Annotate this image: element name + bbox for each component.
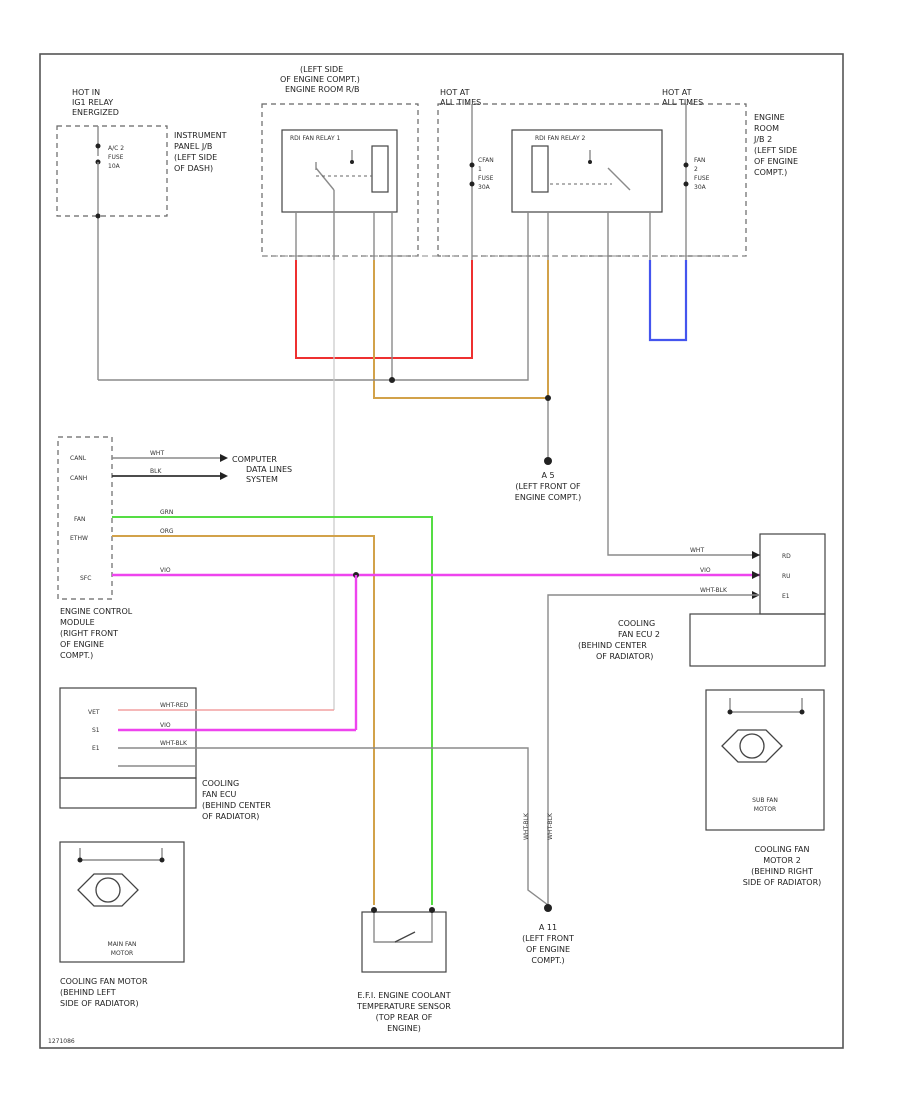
svg-text:VIO: VIO <box>700 567 711 574</box>
ecm-pin-ethw: ETHW <box>70 535 88 542</box>
svg-text:ORG: ORG <box>160 528 174 535</box>
svg-text:WHT-BLK: WHT-BLK <box>700 587 728 594</box>
hot-in-ig-label: HOT IN IG1 RELAY ENERGIZED <box>72 88 119 117</box>
main-fan-motor-box <box>59 841 185 963</box>
engine-room-rb-box <box>261 103 419 257</box>
wire-green <box>112 516 433 905</box>
svg-text:WHT-BLK: WHT-BLK <box>160 740 188 747</box>
ecm-pins: CANL CANH FAN ETHW SFC <box>70 455 91 582</box>
svg-text:E1: E1 <box>92 745 100 752</box>
svg-text:VIO: VIO <box>160 722 171 729</box>
svg-text:E1: E1 <box>782 593 790 600</box>
svg-text:BLK: BLK <box>150 468 162 475</box>
efi-sensor-box <box>361 911 447 973</box>
svg-text:VIO: VIO <box>160 567 171 574</box>
svg-text:S1: S1 <box>92 727 100 734</box>
svg-text:RD: RD <box>782 553 791 560</box>
wire-tan-ecm <box>112 535 375 905</box>
wire-blue <box>648 260 688 342</box>
svg-text:WHT-BLK: WHT-BLK <box>547 812 554 840</box>
svg-text:RU: RU <box>782 573 791 580</box>
ecu-left-pins: VET S1 E1 <box>88 709 100 752</box>
wire-tan-top <box>373 260 549 399</box>
ecm-pin-sfc: SFC <box>80 575 91 582</box>
footer-code: 1271086 <box>48 1038 75 1045</box>
rad-fan-relay2-label: RDI FAN RELAY 2 <box>535 135 586 142</box>
instrument-panel-jb-box <box>56 125 168 217</box>
ecm-pin-canl: CANL <box>70 455 87 462</box>
svg-text:WHT: WHT <box>150 450 164 457</box>
svg-text:GRN: GRN <box>160 509 173 516</box>
svg-text:WHT: WHT <box>690 547 704 554</box>
diagram-frame <box>39 53 844 1049</box>
svg-text:WHT-BLK: WHT-BLK <box>523 812 530 840</box>
sub-fan-motor-box <box>705 689 825 831</box>
svg-text:WHT-RED: WHT-RED <box>160 702 189 709</box>
ecm-pin-fan: FAN <box>74 516 86 523</box>
rad-fan-relay2-box <box>511 129 663 213</box>
cooling-fan-ecu-right-box <box>759 533 826 615</box>
svg-text:VET: VET <box>88 709 100 716</box>
ecm-pin-canh: CANH <box>70 475 87 482</box>
rad-fan-relay1-label: RDI FAN RELAY 1 <box>290 135 341 142</box>
ecu-right-pins: RD RU E1 <box>782 553 791 600</box>
wire-red <box>295 260 473 359</box>
rad-fan-relay1-box <box>281 129 398 213</box>
